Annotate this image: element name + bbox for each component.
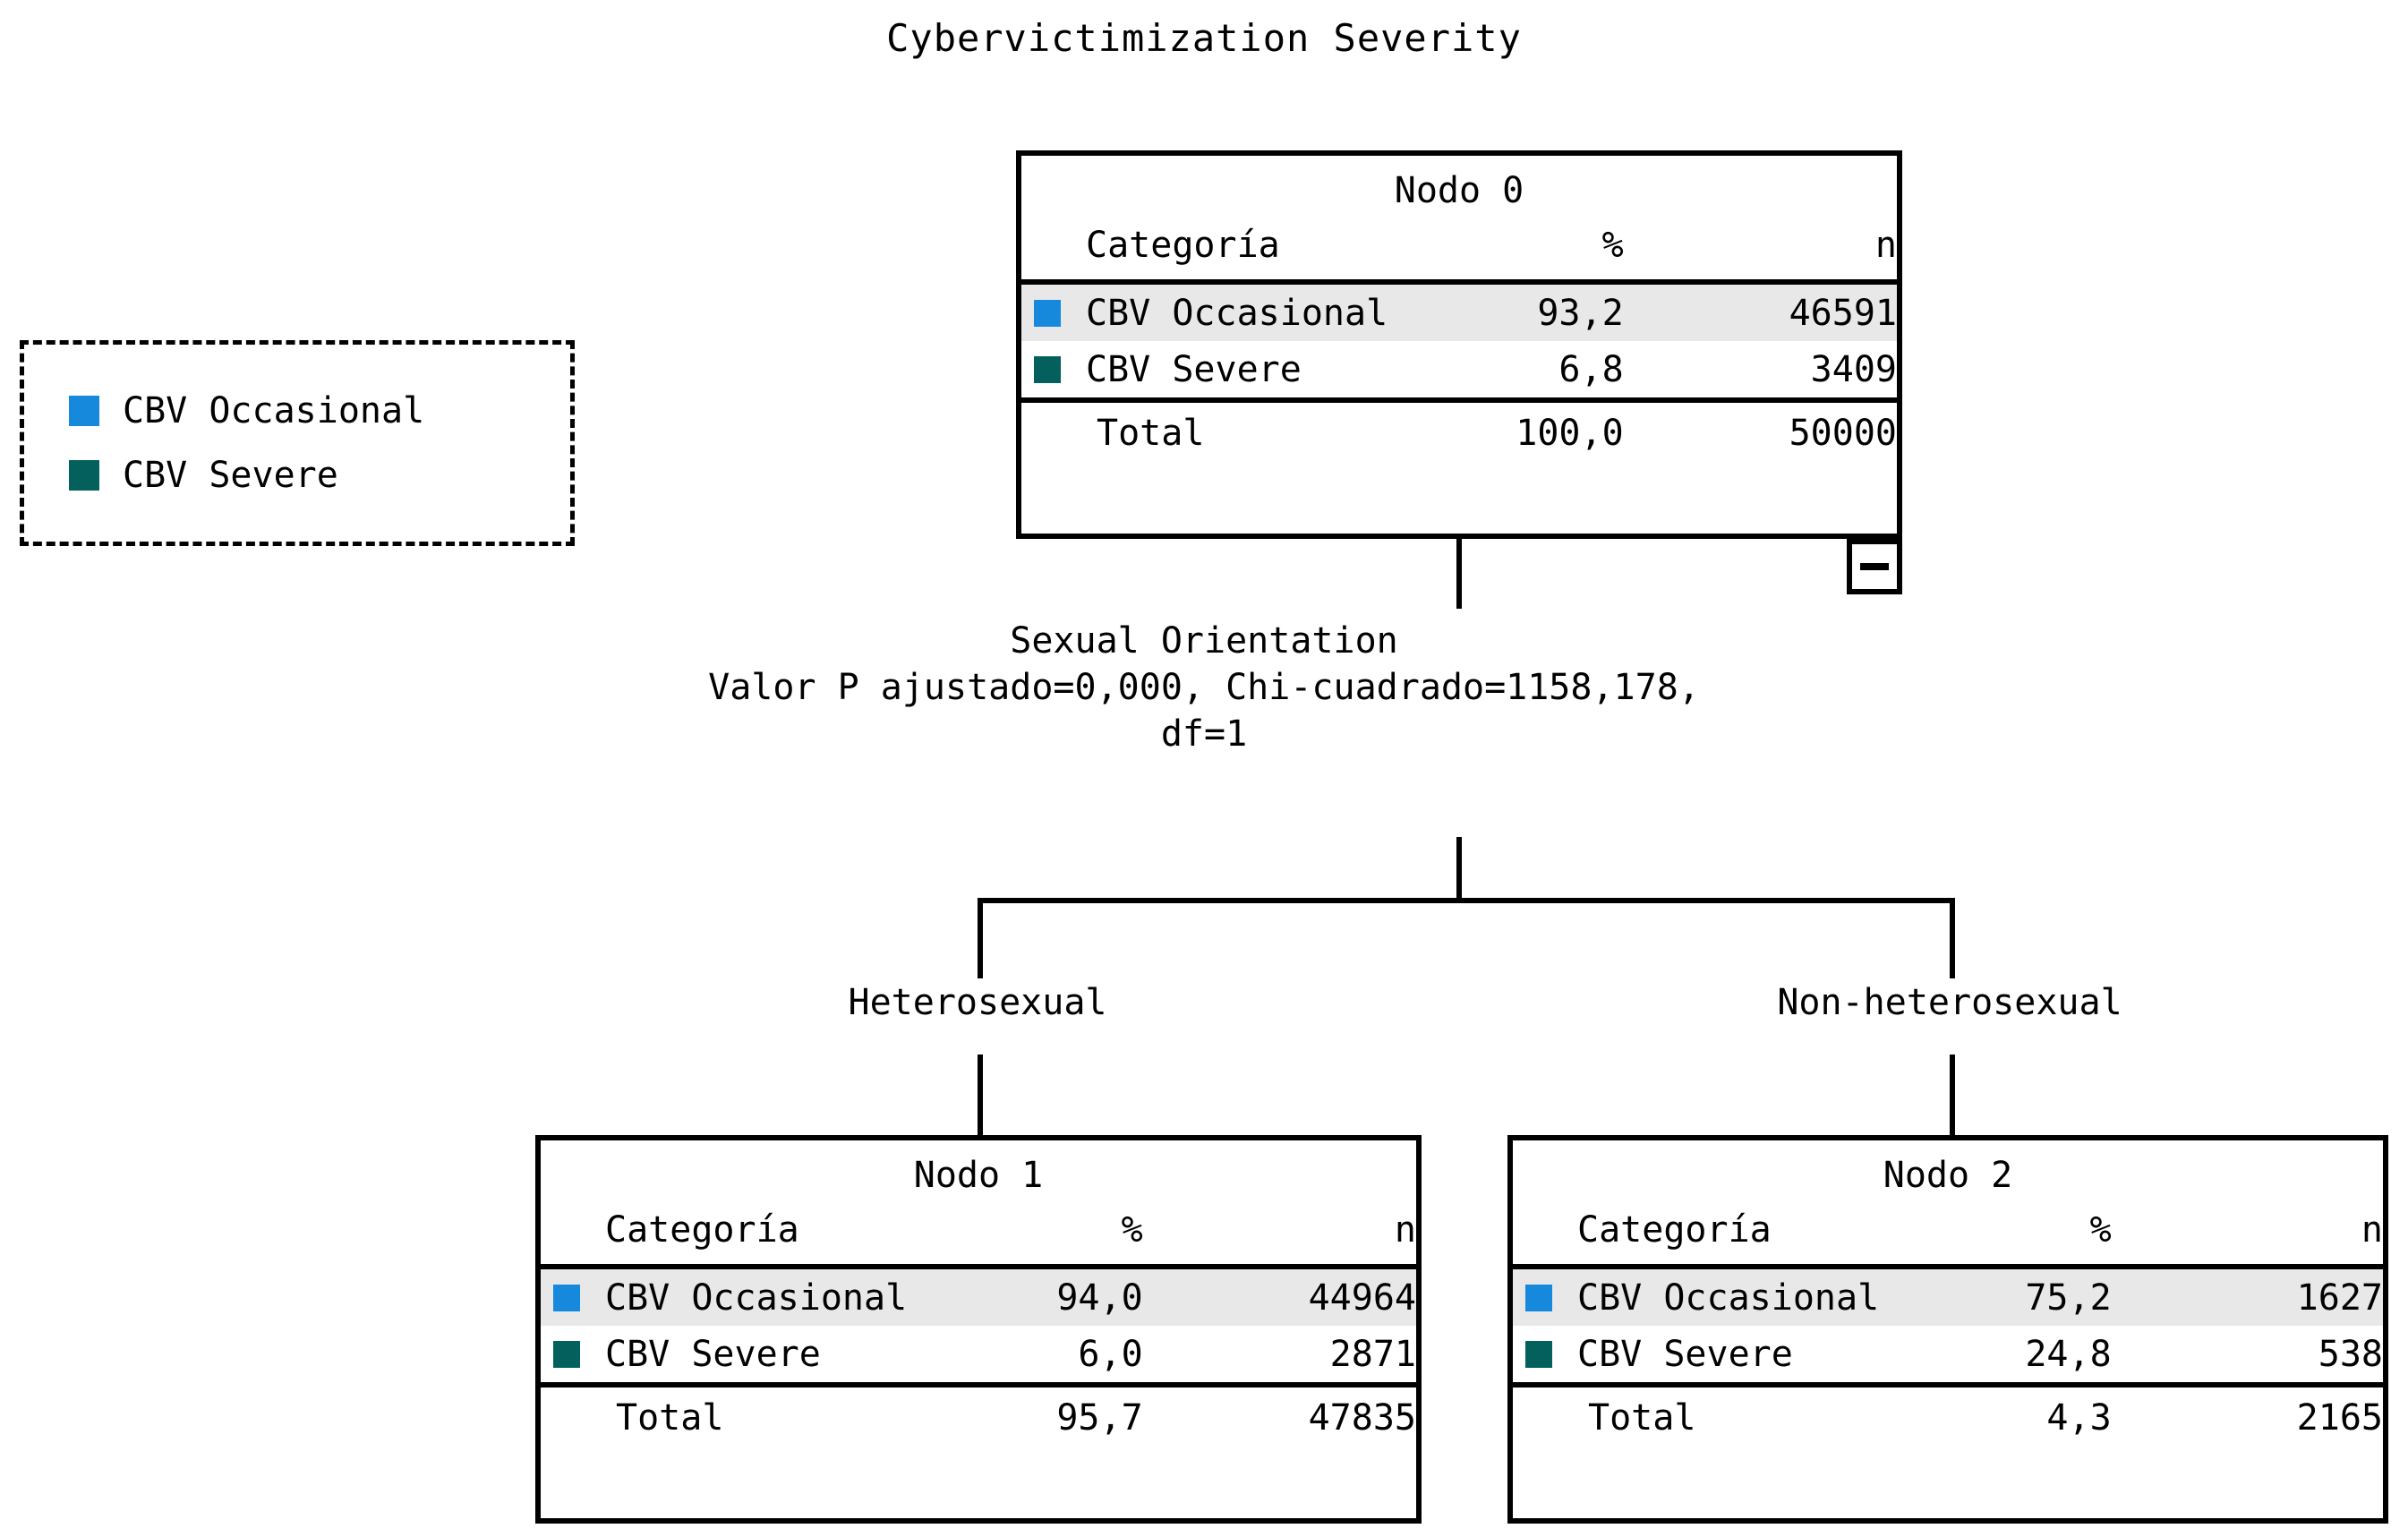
node-1-row-occasional: CBV Occasional 94,0 44964 [541, 1267, 1416, 1326]
node-1-header-percent: % [869, 1201, 1143, 1269]
node-2-header-swatch-cell [1513, 1201, 1568, 1269]
node-2-n-severe: 538 [2111, 1326, 2383, 1388]
connector-stem-root [1456, 539, 1462, 609]
node-0-n-severe: 3409 [1623, 341, 1897, 403]
connector-branch-left-upper [978, 898, 983, 978]
node-1-header-category: Categoría [596, 1201, 870, 1269]
legend-item-severe: CBV Severe [24, 443, 570, 508]
legend-label-severe: CBV Severe [123, 455, 338, 496]
node-0-total-n: 50000 [1789, 412, 1897, 454]
legend-item-occasional: CBV Occasional [24, 379, 570, 443]
node-1-total-label: Total [616, 1396, 724, 1439]
connector-branch-right-lower [1950, 1055, 1955, 1135]
minus-icon [1860, 563, 1889, 570]
node-1-table: Categoría % n CBV Occasional 94,0 44964 … [541, 1201, 1416, 1447]
node-0-swatch-occasional-icon [1034, 299, 1061, 327]
split-df-label: df=1 [1160, 713, 1248, 755]
node-0-swatch-occasional-cell [1021, 282, 1077, 341]
split-criteria: Sexual Orientation Valor P ajustado=0,00… [309, 618, 2099, 757]
node-0-swatch-severe-cell [1021, 341, 1077, 403]
legend-label-occasional: CBV Occasional [123, 390, 425, 431]
node-1-swatch-occasional-icon [553, 1284, 580, 1311]
node-0-header-row: Categoría % n [1021, 217, 1897, 285]
node-2-box[interactable]: Nodo 2 Categoría % n CBV Occasional 75,2… [1507, 1135, 2388, 1524]
node-2-n-occasional: 1627 [2111, 1267, 2383, 1326]
node-2-header-row: Categoría % n [1513, 1201, 2383, 1269]
node-2-header-percent: % [1840, 1201, 2112, 1269]
node-0-row-total: Total 100,0 50000 [1021, 400, 1897, 463]
node-1-total-n: 47835 [1308, 1396, 1416, 1439]
node-0-row-severe: CBV Severe 6,8 3409 [1021, 341, 1897, 403]
connector-stem-to-bracket [1456, 837, 1462, 901]
node-0-table: Categoría % n CBV Occasional 93,2 46591 … [1021, 217, 1897, 463]
node-1-row-severe: CBV Severe 6,0 2871 [541, 1326, 1416, 1388]
node-1-title: Nodo 1 [913, 1155, 1044, 1196]
node-0-percent-severe: 6,8 [1350, 341, 1624, 403]
node-0-percent-occasional: 93,2 [1350, 282, 1624, 341]
node-2-total-label: Total [1588, 1396, 1696, 1439]
node-1-category-severe: CBV Severe [596, 1326, 870, 1388]
legend-box: CBV Occasional CBV Severe [20, 340, 575, 546]
node-2-row-severe: CBV Severe 24,8 538 [1513, 1326, 2383, 1388]
node-1-percent-severe: 6,0 [869, 1326, 1143, 1388]
legend-swatch-severe-icon [69, 460, 99, 491]
node-2-swatch-severe-cell [1513, 1326, 1568, 1388]
node-1-n-severe: 2871 [1142, 1326, 1416, 1388]
node-1-box[interactable]: Nodo 1 Categoría % n CBV Occasional 94,0… [535, 1135, 1422, 1524]
node-0-swatch-severe-icon [1034, 355, 1061, 383]
branch-label-right: Non-heterosexual [1777, 982, 2122, 1023]
node-1-category-occasional: CBV Occasional [596, 1267, 907, 1326]
node-0-header-swatch-cell [1021, 217, 1077, 285]
node-1-percent-occasional: 94,0 [869, 1267, 1143, 1326]
node-0-header-n: n [1623, 217, 1897, 285]
node-2-header-n: n [2111, 1201, 2383, 1269]
branch-label-left: Heterosexual [848, 982, 1107, 1023]
node-1-header-row: Categoría % n [541, 1201, 1416, 1269]
node-0-n-occasional: 46591 [1623, 282, 1897, 341]
node-1-total-percent: 95,7 [1056, 1396, 1143, 1439]
node-2-total-n: 2165 [2296, 1396, 2383, 1439]
node-0-total-percent: 100,0 [1516, 412, 1624, 454]
node-0-title: Nodo 0 [1394, 170, 1524, 211]
node-0-category-severe: CBV Severe [1077, 341, 1351, 403]
node-1-swatch-severe-cell [541, 1326, 596, 1388]
node-2-percent-severe: 24,8 [1840, 1326, 2112, 1388]
node-2-table: Categoría % n CBV Occasional 75,2 1627 C… [1513, 1201, 2383, 1447]
node-2-swatch-occasional-cell [1513, 1267, 1568, 1326]
node-0-row-occasional: CBV Occasional 93,2 46591 [1021, 282, 1897, 341]
node-1-swatch-occasional-cell [541, 1267, 596, 1326]
page-title: Cybervictimization Severity [886, 16, 1522, 60]
split-stats-label: Valor P ajustado=0,000, Chi-cuadrado=115… [708, 667, 1700, 708]
node-2-percent-occasional: 75,2 [1840, 1267, 2112, 1326]
node-2-swatch-severe-icon [1525, 1340, 1552, 1368]
node-2-row-total: Total 4,3 2165 [1513, 1385, 2383, 1447]
node-2-category-occasional: CBV Occasional [1568, 1267, 1879, 1326]
node-1-header-n: n [1142, 1201, 1416, 1269]
node-2-total-swatch-cell [1513, 1385, 1568, 1447]
split-variable-label: Sexual Orientation [1010, 620, 1398, 662]
node-2-total-percent: 4,3 [2046, 1396, 2112, 1439]
node-1-row-total: Total 95,7 47835 [541, 1385, 1416, 1447]
node-2-header-category: Categoría [1568, 1201, 1840, 1269]
connector-branch-left-lower [978, 1055, 983, 1135]
node-2-row-occasional: CBV Occasional 75,2 1627 [1513, 1267, 2383, 1326]
connector-branch-right-upper [1950, 898, 1955, 978]
node-0-category-occasional: CBV Occasional [1077, 282, 1388, 341]
legend-swatch-occasional-icon [69, 396, 99, 426]
node-0-header-percent: % [1350, 217, 1624, 285]
node-1-n-occasional: 44964 [1142, 1267, 1416, 1326]
node-0-total-swatch-cell [1021, 400, 1077, 463]
node-0-total-label: Total [1097, 412, 1205, 454]
node-2-swatch-occasional-icon [1525, 1284, 1552, 1311]
connector-bracket-horizontal [978, 898, 1955, 903]
node-1-swatch-severe-icon [553, 1340, 580, 1368]
node-0-box[interactable]: Nodo 0 Categoría % n CBV Occasional 93,2… [1016, 150, 1902, 539]
collapse-node-0-button[interactable] [1847, 539, 1902, 594]
node-2-category-severe: CBV Severe [1568, 1326, 1840, 1388]
node-1-header-swatch-cell [541, 1201, 596, 1269]
node-2-title: Nodo 2 [1883, 1155, 2013, 1196]
node-0-header-category: Categoría [1077, 217, 1351, 285]
node-1-total-swatch-cell [541, 1385, 596, 1447]
